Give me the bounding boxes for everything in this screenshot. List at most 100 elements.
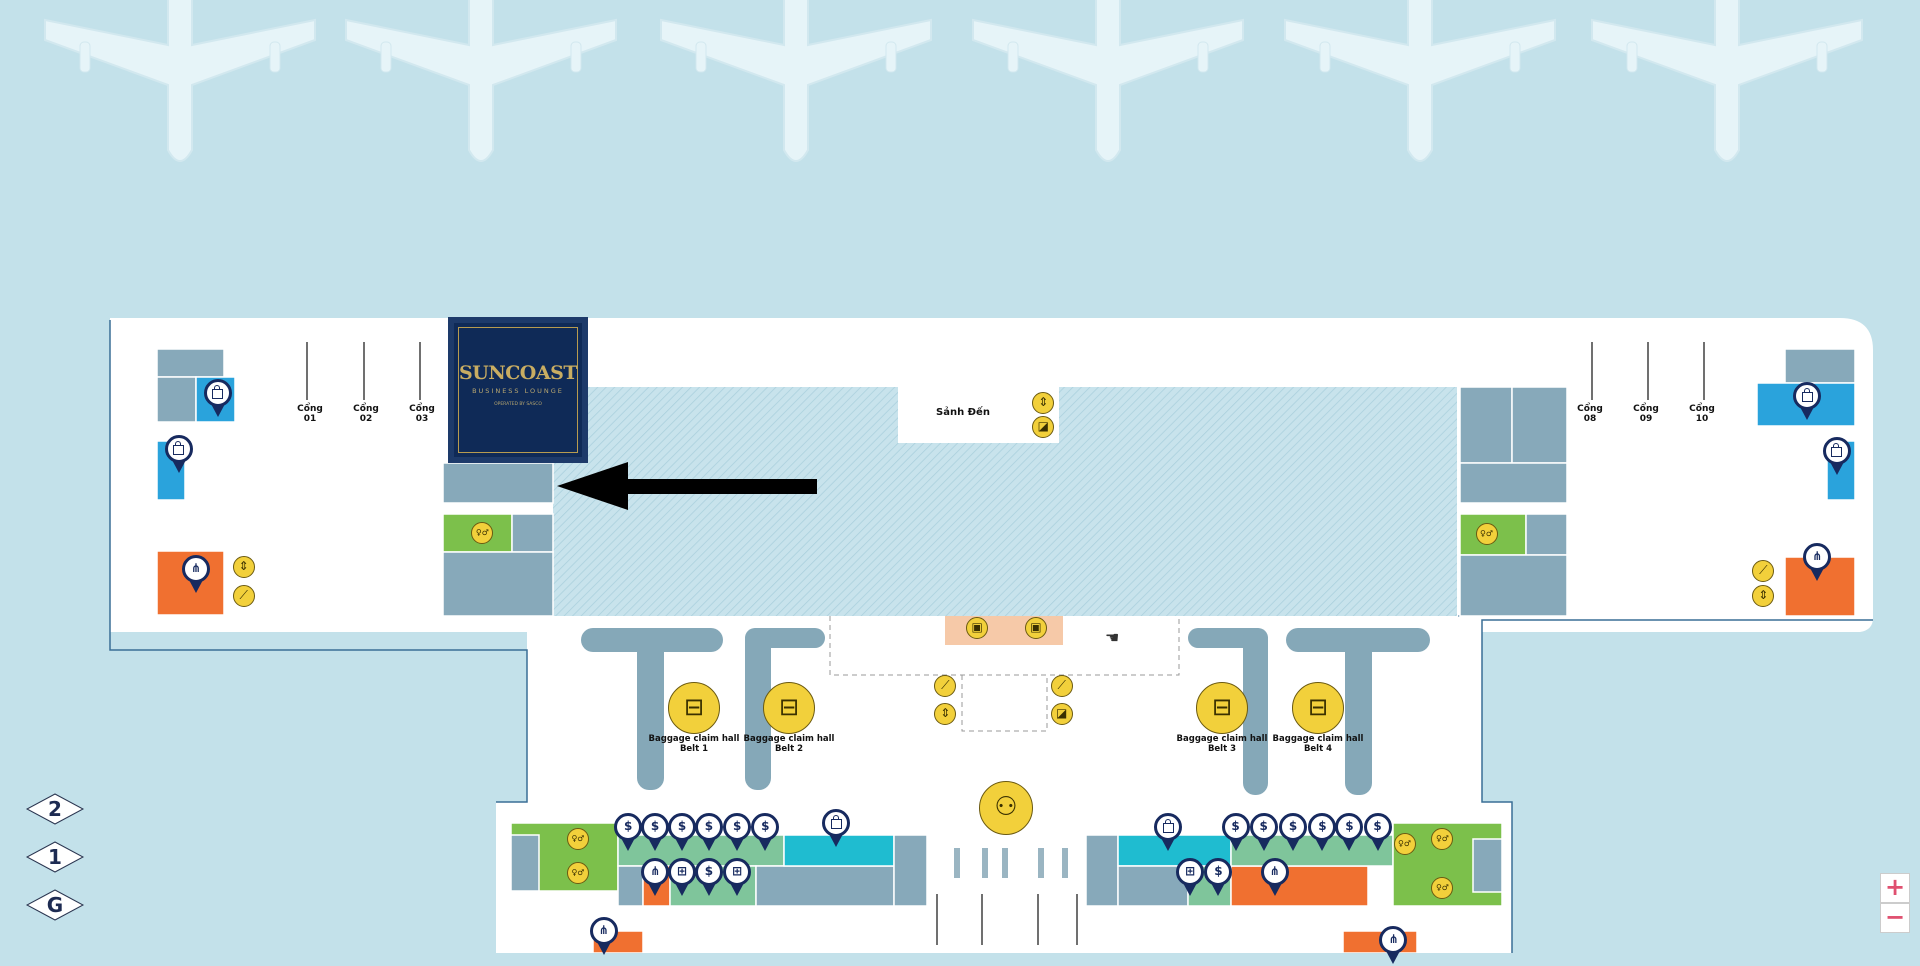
belt-label: Belt 3 (1207, 744, 1237, 754)
escalator-icon[interactable]: ⟋ (232, 585, 255, 608)
toilet-icon[interactable]: ♀♂ (471, 521, 494, 544)
gate-number: 10 (1695, 414, 1709, 424)
logo-operator: OPERATED BY SASCO (494, 402, 542, 407)
currency-exchange-pin-icon[interactable]: $ (1249, 812, 1278, 853)
restaurant-pin-icon[interactable]: ⋔ (1260, 857, 1289, 898)
currency-exchange-pin-icon[interactable]: $ (1335, 812, 1364, 853)
baggage-title: Baggage claim hall (648, 734, 740, 744)
gate-word: Cổng (297, 404, 323, 414)
toilet-icon[interactable]: ♀♂ (1475, 522, 1498, 545)
level-label: 1 (48, 845, 62, 869)
shop-pin-icon[interactable] (1793, 381, 1822, 422)
kiosk-pin-icon[interactable]: ⊞ (723, 857, 752, 898)
lift-icon[interactable]: ⇕ (232, 555, 255, 578)
hand-pointer-icon: ☚ (1105, 628, 1120, 647)
zoom-out-button[interactable]: − (1880, 903, 1910, 933)
gate-arrows (306, 342, 1705, 400)
baggage-title: Baggage claim hall (743, 734, 835, 744)
escalator-icon[interactable]: ⟋ (1752, 559, 1775, 582)
level-1-button[interactable]: 1 (25, 840, 85, 874)
baggage-title: Baggage claim hall (1176, 734, 1268, 744)
shop-pin-icon[interactable] (822, 808, 851, 849)
arrival-hall-label-box: Sảnh Đến (898, 387, 1059, 443)
baggage-claim-icon[interactable]: ⊟ (1196, 682, 1248, 734)
currency-exchange-pin-icon[interactable]: $ (1363, 812, 1392, 853)
currency-exchange-pin-icon[interactable]: $ (723, 812, 752, 853)
parked-aircraft (44, 0, 1863, 162)
lift-icon[interactable]: ⇕ (1032, 391, 1055, 414)
level-label: G (46, 893, 64, 917)
currency-exchange-pin-icon[interactable]: $ (1204, 857, 1233, 898)
kiosk-pin-icon[interactable]: ⊞ (668, 857, 697, 898)
toilet-icon[interactable]: ♀♂ (1431, 827, 1454, 850)
baggage-claim-icon[interactable]: ⊟ (668, 682, 720, 734)
currency-exchange-pin-icon[interactable]: $ (1221, 812, 1250, 853)
escalator-icon[interactable]: ⟋ (934, 674, 957, 697)
baggage-claim-icon[interactable]: ⊟ (1292, 682, 1344, 734)
customs-icon[interactable]: ⚇ (979, 781, 1033, 835)
currency-exchange-pin-icon[interactable]: $ (1279, 812, 1308, 853)
logo-subtitle: BUSINESS LOUNGE (472, 387, 564, 395)
kiosk-pin-icon[interactable]: ⊞ (1176, 857, 1205, 898)
lift-icon[interactable]: ⇕ (1752, 585, 1775, 608)
gate-number: 09 (1639, 414, 1653, 424)
currency-exchange-pin-icon[interactable]: $ (694, 812, 723, 853)
shop-pin-icon[interactable] (1822, 436, 1851, 477)
restaurant-pin-icon[interactable]: ⋔ (641, 857, 670, 898)
toilet-icon[interactable]: ♀♂ (1393, 832, 1416, 855)
stairs-icon[interactable]: ◪ (1032, 416, 1055, 439)
suncoast-lounge-logo[interactable]: SUNCOAST BUSINESS LOUNGE OPERATED BY SAS… (448, 317, 588, 463)
toilet-icon[interactable]: ♀♂ (566, 827, 589, 850)
baggage-claim-icon[interactable]: ⊟ (763, 682, 815, 734)
gate-word: Cổng (1689, 404, 1715, 414)
level-2-button[interactable]: 2 (25, 792, 85, 826)
restaurant-pin-icon[interactable]: ⋔ (181, 555, 210, 595)
shop-pin-icon[interactable] (1154, 812, 1183, 853)
gate-number: 02 (359, 414, 373, 424)
currency-exchange-pin-icon[interactable]: $ (614, 812, 643, 853)
currency-exchange-pin-icon[interactable]: $ (641, 812, 670, 853)
restaurant-pin-icon[interactable]: ⋔ (1379, 926, 1408, 966)
shop-pin-icon[interactable] (203, 379, 232, 419)
belt-label: Belt 4 (1303, 744, 1333, 754)
restaurant-pin-icon[interactable]: ⋔ (589, 916, 618, 957)
logo-name: SUNCOAST (459, 362, 577, 384)
currency-exchange-pin-icon[interactable]: $ (668, 812, 697, 853)
level-label: 2 (48, 797, 62, 821)
restaurant-pin-icon[interactable]: ⋔ (1803, 543, 1832, 583)
level-g-button[interactable]: G (25, 888, 85, 922)
direction-arrow (557, 462, 817, 510)
shop-pin-icon[interactable] (164, 435, 193, 475)
currency-exchange-pin-icon[interactable]: $ (751, 812, 780, 853)
arrival-hall-label: Sảnh Đến (936, 407, 990, 418)
toilet-icon[interactable]: ♀♂ (566, 862, 589, 885)
luggage-icon[interactable]: ▣ (966, 617, 989, 640)
belt-label: Belt 1 (679, 744, 709, 754)
gate-number: 03 (415, 414, 429, 424)
toilet-icon[interactable]: ♀♂ (1431, 876, 1454, 899)
stairs-icon[interactable]: ◪ (1050, 702, 1073, 725)
gate-number: 08 (1583, 414, 1597, 424)
currency-exchange-pin-icon[interactable]: $ (694, 857, 723, 898)
gate-word: Cổng (353, 404, 379, 414)
dashed-zone (829, 616, 1180, 732)
escalator-icon[interactable]: ⟋ (1050, 674, 1073, 697)
lift-icon[interactable]: ⇕ (934, 702, 957, 725)
currency-exchange-pin-icon[interactable]: $ (1308, 812, 1337, 853)
baggage-carousels (581, 628, 1430, 795)
zoom-in-button[interactable]: + (1880, 873, 1910, 903)
security-gates (954, 848, 1068, 878)
luggage-icon[interactable]: ▣ (1024, 617, 1047, 640)
exit-arrows (936, 894, 1078, 945)
